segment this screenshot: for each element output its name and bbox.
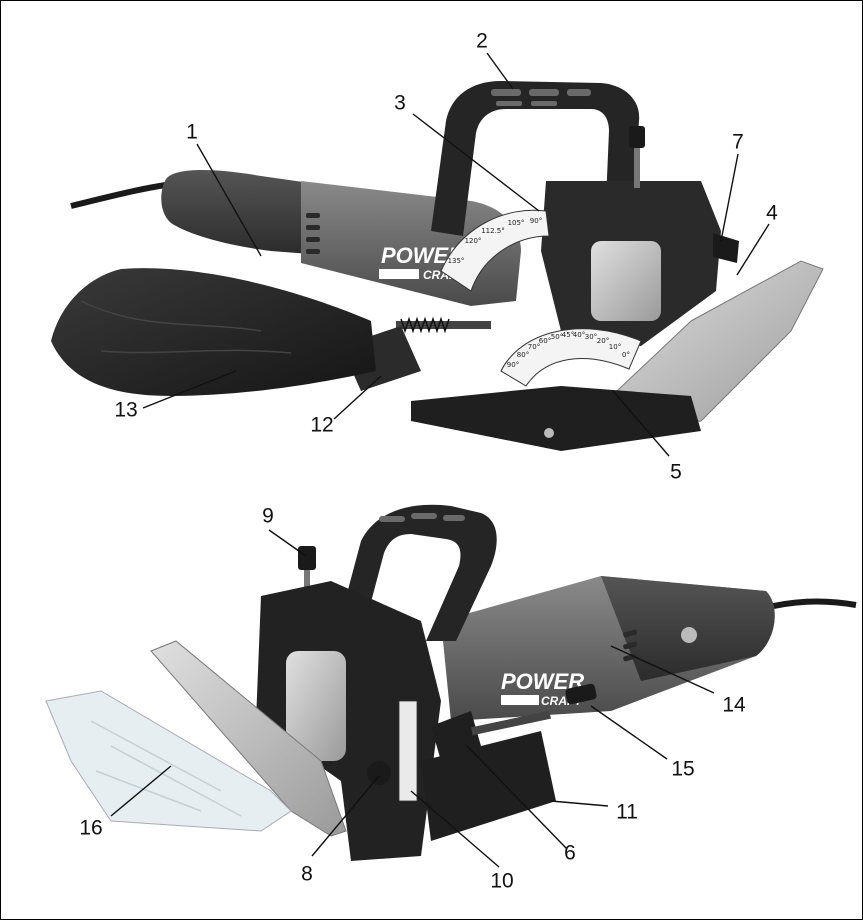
- lower-scale-labels: 90° 80° 70° 60° 50° 45° 40° 30° 20° 10° …: [507, 331, 630, 369]
- svg-text:90°: 90°: [507, 361, 519, 369]
- callout-12: 12: [310, 414, 333, 437]
- grip-button: [681, 627, 697, 643]
- callout-13: 13: [114, 399, 137, 422]
- height-knob-9: [298, 546, 316, 570]
- callout-7: 7: [732, 131, 744, 154]
- dust-bag-13: [51, 268, 376, 396]
- callout-1: 1: [186, 121, 198, 144]
- upper-scale-labels: 135° 120° 112.5° 105° 90°: [448, 217, 543, 265]
- callout-4: 4: [766, 202, 778, 225]
- callout-6: 6: [564, 842, 576, 865]
- svg-text:135°: 135°: [448, 257, 465, 265]
- locking-knob-8: [367, 761, 391, 785]
- motor-vents-top: [306, 213, 320, 254]
- clear-support-plate-16: [45, 690, 292, 832]
- callout-14: 14: [722, 694, 746, 717]
- locking-knob-7: [713, 233, 739, 263]
- callout-9: 9: [262, 505, 274, 528]
- svg-text:40°: 40°: [573, 331, 585, 339]
- upper-angle-scale: [440, 209, 550, 292]
- callout-labels: 1 2 3 4 5 6 7 8 9 10 11 12 13 14 15 16: [79, 30, 778, 893]
- callout-8: 8: [301, 863, 313, 886]
- bottom-handle: [341, 504, 497, 641]
- svg-text:90°: 90°: [530, 217, 542, 225]
- callout-16: 16: [79, 817, 102, 840]
- blade-housing-bottom: [286, 651, 346, 761]
- callout-3: 3: [394, 92, 406, 115]
- handle-grip-slots-bottom: [379, 513, 465, 522]
- power-cord-bottom: [760, 598, 857, 612]
- svg-text:105°: 105°: [508, 219, 525, 227]
- callout-5: 5: [670, 461, 682, 484]
- svg-text:50°: 50°: [551, 333, 563, 341]
- handle-grip-slots-top: [491, 89, 591, 106]
- svg-text:45°: 45°: [562, 331, 574, 339]
- depth-spring-top: [396, 316, 491, 334]
- base-screw-top: [544, 428, 554, 438]
- callout-2: 2: [476, 30, 488, 53]
- callout-11: 11: [616, 801, 638, 824]
- svg-text:60°: 60°: [539, 337, 551, 345]
- depth-knob-15: [565, 683, 597, 705]
- height-knob-top: [629, 126, 645, 148]
- svg-text:120°: 120°: [465, 237, 482, 245]
- top-view-illustration: POWER CRAFT 135° 120° 112.5° 105°: [51, 81, 824, 451]
- svg-text:10°: 10°: [609, 343, 621, 351]
- svg-text:0°: 0°: [622, 351, 630, 359]
- base-plate-bottom: [421, 731, 556, 841]
- callout-10: 10: [490, 870, 513, 893]
- top-handle: [431, 81, 640, 236]
- svg-text:20°: 20°: [597, 337, 609, 345]
- svg-text:70°: 70°: [528, 343, 540, 351]
- svg-text:30°: 30°: [585, 333, 597, 341]
- bottom-view-illustration: POWER CRAFT: [45, 504, 857, 861]
- lower-angle-scale: [500, 328, 642, 387]
- callout-15: 15: [671, 758, 694, 781]
- rear-grip-top: [161, 170, 336, 256]
- svg-text:112.5°: 112.5°: [481, 227, 505, 235]
- leader-lines: [110, 52, 770, 868]
- svg-text:80°: 80°: [517, 351, 529, 359]
- blade-housing-top: [591, 241, 661, 321]
- base-plate-top: [411, 386, 701, 451]
- angle-scale-bottom: [398, 700, 418, 802]
- clear-plate-slots: [90, 720, 242, 817]
